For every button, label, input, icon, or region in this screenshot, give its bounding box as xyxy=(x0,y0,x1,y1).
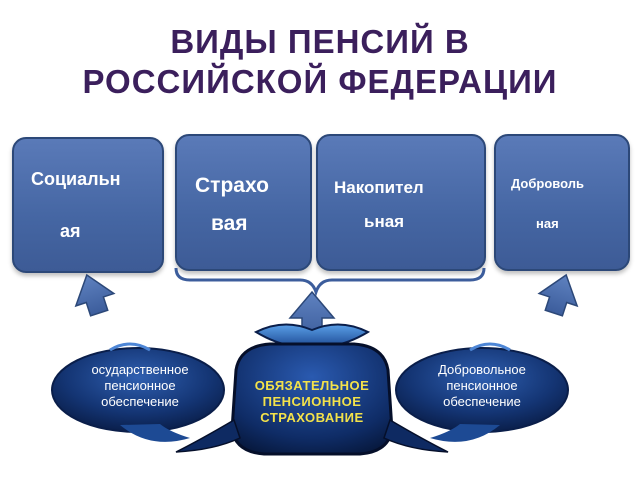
system-center-line-3: СТРАХОВАНИЕ xyxy=(260,410,364,425)
system-right-line-1: Добровольное xyxy=(438,362,526,377)
grouping-brace xyxy=(174,267,486,297)
pension-type-label-1: Социальн xyxy=(31,169,121,189)
title-line-2: РОССИЙСКОЙ ФЕДЕРАЦИИ xyxy=(82,63,558,100)
whale-right xyxy=(395,342,569,442)
pension-type-label-2: Страхо xyxy=(195,174,269,197)
whale-left xyxy=(51,342,225,442)
system-center-label: ОБЯЗАТЕЛЬНОЕ ПЕНСИОННОЕ СТРАХОВАНИЕ xyxy=(232,378,392,426)
arrow-right-up xyxy=(537,273,579,317)
system-right-label: Добровольное пенсионное обеспечение xyxy=(402,362,562,410)
pension-type-label-3b: ьная xyxy=(364,212,405,231)
title-line-1: ВИДЫ ПЕНСИЙ В xyxy=(170,23,470,60)
system-left-line-1: осударственное xyxy=(91,362,189,377)
system-left-line-2: пенсионное xyxy=(104,378,176,393)
system-right-line-2: пенсионное xyxy=(446,378,518,393)
pension-type-insurance: Страхо вая xyxy=(175,134,312,271)
pension-type-voluntary: Доброволь ная xyxy=(494,134,630,271)
arrow-left-up xyxy=(74,273,116,317)
pension-type-label-4: Доброволь xyxy=(511,176,584,191)
pension-type-label-2b: вая xyxy=(211,212,248,235)
pension-type-label-4b: ная xyxy=(536,216,559,231)
system-left-line-3: обеспечение xyxy=(101,394,179,409)
page-title: ВИДЫ ПЕНСИЙ В РОССИЙСКОЙ ФЕДЕРАЦИИ xyxy=(0,22,640,102)
pension-type-label-3: Накопител xyxy=(334,178,424,197)
pension-type-label-1b: ая xyxy=(60,221,81,241)
whale-center xyxy=(175,323,449,456)
pension-type-funded: Накопител ьная xyxy=(316,134,486,271)
system-left-label: осударственное пенсионное обеспечение xyxy=(60,362,220,410)
system-center-line-2: ПЕНСИОННОЕ xyxy=(262,394,362,409)
system-right-line-3: обеспечение xyxy=(443,394,521,409)
pension-type-social: Социальн ая xyxy=(12,137,164,273)
system-center-line-1: ОБЯЗАТЕЛЬНОЕ xyxy=(254,378,370,393)
